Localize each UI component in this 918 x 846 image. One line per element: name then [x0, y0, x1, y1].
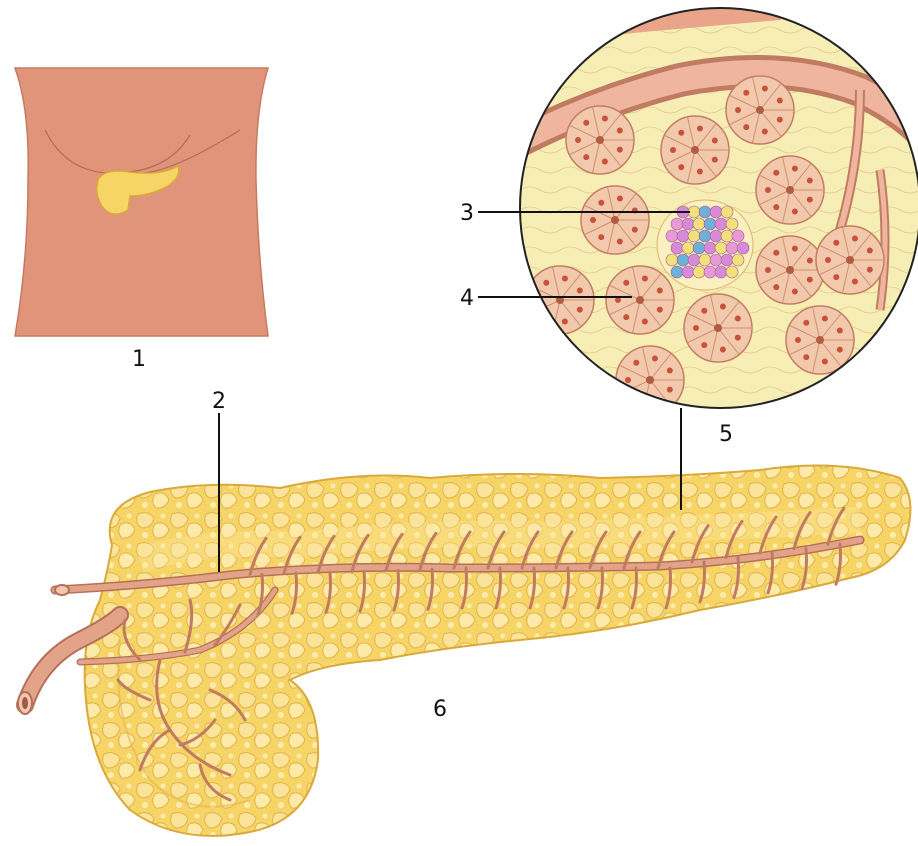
islet-cell — [710, 254, 722, 266]
islet-cell — [671, 242, 683, 254]
acinus — [616, 346, 684, 414]
islet-cell — [666, 254, 678, 266]
islet-cell — [699, 230, 711, 242]
islet-cell — [704, 218, 716, 230]
islet-cell — [732, 230, 744, 242]
label-6: 6 — [433, 697, 447, 722]
islet-cell — [721, 206, 733, 218]
islet-of-langerhans — [657, 200, 753, 290]
islet-cell — [682, 218, 694, 230]
label-5: 5 — [719, 422, 733, 447]
islet-cell — [677, 254, 689, 266]
islet-cell — [682, 242, 694, 254]
acinus — [526, 266, 594, 334]
acinus — [684, 294, 752, 362]
acinus — [816, 226, 884, 294]
islet-cell — [732, 254, 744, 266]
pancreas-illustration — [85, 466, 911, 836]
islet-cell — [726, 242, 738, 254]
acinus — [581, 186, 649, 254]
islet-cell — [726, 266, 738, 278]
acinus — [756, 156, 824, 224]
islet-cell — [721, 254, 733, 266]
islet-cell — [671, 266, 683, 278]
acinus — [756, 236, 824, 304]
label-3: 3 — [460, 201, 474, 226]
islet-cell — [704, 266, 716, 278]
label-1: 1 — [132, 347, 146, 372]
islet-cell — [682, 266, 694, 278]
islet-cell — [715, 218, 727, 230]
acinus — [566, 106, 634, 174]
islet-cell — [737, 242, 749, 254]
islet-cell — [699, 254, 711, 266]
islet-cell — [693, 218, 705, 230]
islet-cell — [693, 266, 705, 278]
label-2: 2 — [212, 389, 226, 414]
islet-cell — [710, 230, 722, 242]
islet-cell — [693, 242, 705, 254]
islet-cell — [721, 230, 733, 242]
acinus — [661, 116, 729, 184]
torso-illustration — [15, 68, 268, 336]
islet-cell — [704, 242, 716, 254]
islet-cell — [688, 254, 700, 266]
acinus — [606, 266, 674, 334]
islet-cell — [710, 206, 722, 218]
islet-cell — [688, 230, 700, 242]
islet-cell — [699, 206, 711, 218]
islet-cell — [726, 218, 738, 230]
islet-cell — [671, 218, 683, 230]
islet-cell — [677, 230, 689, 242]
label-4: 4 — [460, 286, 474, 311]
acinus — [786, 306, 854, 374]
islet-cell — [715, 266, 727, 278]
acinus — [726, 76, 794, 144]
islet-cell — [715, 242, 727, 254]
islet-cell — [666, 230, 678, 242]
